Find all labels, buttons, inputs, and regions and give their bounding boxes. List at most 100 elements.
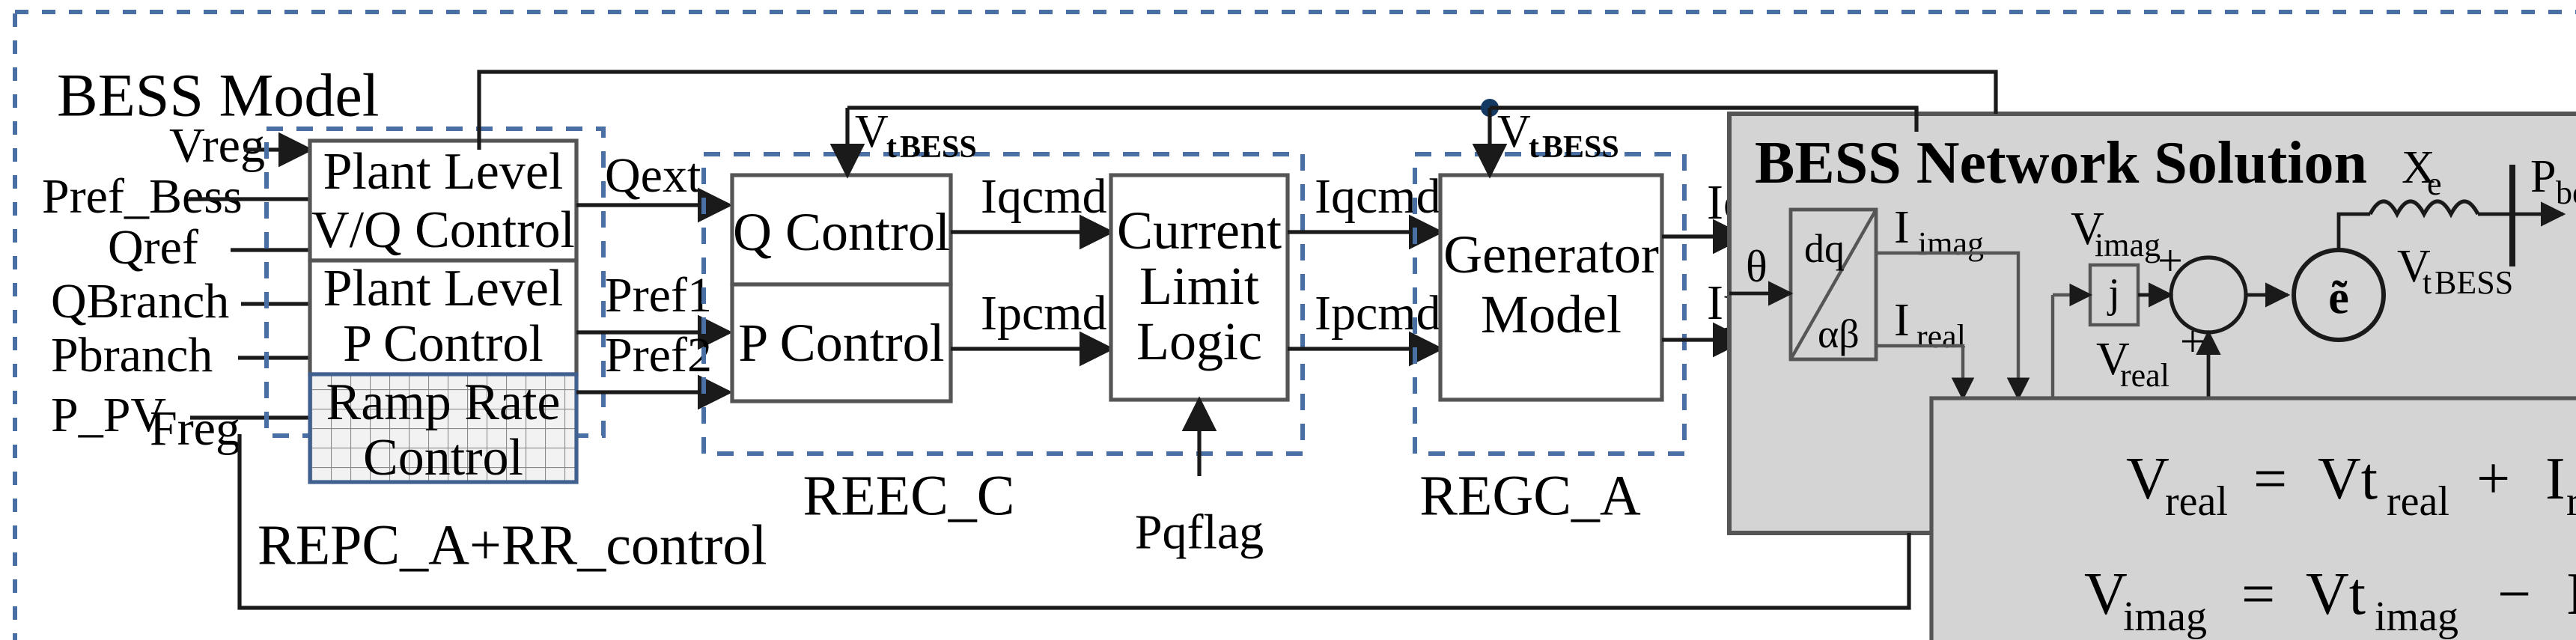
output-label-ipcmd-prime: Ipcmd’ — [981, 286, 1124, 341]
dq-alphabeta-diagonal — [1789, 208, 1878, 361]
svg-text:t: t — [2423, 264, 2432, 301]
block-generator-model-line2: Model — [1481, 284, 1622, 344]
inductor-xe-icon — [2368, 199, 2480, 219]
svg-text:I: I — [2566, 561, 2576, 627]
svg-text:BESS: BESS — [900, 130, 977, 165]
input-label-freg: Freg — [150, 401, 240, 456]
svg-text:V: V — [2096, 334, 2130, 385]
block-ramp-rate-control[interactable] — [308, 372, 579, 484]
svg-text:Vt: Vt — [2318, 446, 2378, 512]
label-j: j — [2107, 270, 2120, 317]
svg-text:V: V — [2397, 241, 2431, 292]
block-current-limit-logic-line2: Limit — [1139, 256, 1259, 316]
block-plant-level-vq-line2: V/Q Control — [311, 201, 575, 259]
label-i-imag: I imag — [1894, 202, 1984, 262]
regc-group-boundary — [1413, 152, 1687, 456]
input-label-pbranch: Pbranch — [51, 328, 213, 383]
reec-vtbess-label: V t BESS — [855, 106, 977, 165]
label-pqflag: Pqflag — [1135, 505, 1264, 559]
label-v-real: V real — [2096, 334, 2169, 394]
block-current-limit-logic[interactable] — [1109, 173, 1290, 402]
input-label-p-pv: P_PV — [51, 388, 166, 442]
block-plant-level-vq-line1: Plant Level — [323, 143, 564, 201]
svg-text:V: V — [1497, 106, 1531, 157]
label-alphabeta: αβ — [1818, 311, 1860, 356]
block-plant-level-vq[interactable] — [308, 138, 579, 263]
svg-text:real: real — [1916, 318, 1966, 355]
reec-group-label: REEC_C — [803, 465, 1015, 528]
block-current-limit-logic-line3: Logic — [1136, 311, 1262, 371]
svg-text:imag: imag — [2095, 227, 2161, 263]
equation-box — [1929, 396, 2576, 640]
feedback-freg-loop — [237, 434, 1911, 610]
svg-text:I: I — [2545, 446, 2566, 512]
sum-sign-top: + — [2158, 236, 2183, 285]
svg-text:imag: imag — [1918, 225, 1984, 262]
wire-i-real — [1876, 344, 1975, 401]
svg-text:real: real — [2566, 478, 2576, 525]
svg-text:real: real — [2120, 357, 2169, 394]
svg-text:V: V — [2126, 446, 2169, 512]
svg-text:+: + — [2476, 446, 2510, 512]
bess-model-boundary — [13, 10, 2576, 640]
block-q-control-label: Q Control — [733, 202, 950, 262]
repc-group-label: REPC_A+RR_control — [258, 514, 767, 577]
svg-text:V: V — [2084, 561, 2128, 627]
svg-text:real: real — [2165, 478, 2228, 525]
voltage-source-symbol: ẽ — [2328, 272, 2349, 323]
svg-text:V: V — [2071, 204, 2104, 255]
output-label-ipcmd: Ipcmd — [1315, 286, 1441, 341]
svg-text:imag: imag — [2375, 594, 2458, 640]
block-generator-model-line1: Generator — [1443, 225, 1659, 284]
svg-text:real: real — [2387, 478, 2449, 525]
input-label-pref-bess: Pref_Bess — [42, 169, 243, 224]
svg-text:imag: imag — [2123, 594, 2207, 640]
input-label-qref: Qref — [108, 220, 198, 275]
svg-text:−: − — [2497, 561, 2531, 627]
block-p-control[interactable] — [730, 282, 953, 403]
regc-group-label: REGC_A — [1419, 465, 1641, 528]
input-label-qbranch: QBranch — [51, 274, 229, 329]
sum-sign-bottom: + — [2180, 317, 2205, 366]
output-label-qext: Qext — [605, 148, 701, 203]
svg-text:V: V — [855, 106, 889, 157]
label-dq: dq — [1804, 226, 1845, 271]
output-label-iqcmd: Iqcmd — [1315, 169, 1441, 224]
block-plant-level-p[interactable] — [308, 258, 579, 377]
label-theta: θ — [1746, 242, 1767, 291]
svg-text:t: t — [886, 130, 897, 165]
block-p-control-label: P Control — [738, 313, 944, 373]
block-ramp-rate-control-line1: Ramp Rate — [326, 374, 561, 431]
feedback-network-top-rail — [477, 70, 1998, 150]
svg-text:=: = — [2241, 561, 2275, 627]
svg-text:BESS: BESS — [2435, 264, 2513, 301]
label-i-real: I real — [1894, 295, 1966, 355]
output-label-pref1: Pref1 — [605, 268, 712, 323]
regc-vtbess-label: V t BESS — [1497, 106, 1619, 165]
block-current-limit-logic-line1: Current — [1117, 201, 1282, 260]
block-plant-level-p-line2: P Control — [343, 315, 543, 373]
label-xe: X e — [2402, 142, 2442, 202]
block-generator-model[interactable] — [1438, 173, 1664, 402]
svg-text:Vt: Vt — [2306, 561, 2366, 627]
svg-text:bess: bess — [2556, 174, 2576, 211]
svg-text:t: t — [1529, 130, 1539, 165]
svg-text:e: e — [2427, 165, 2442, 202]
bess-model-title: BESS Model — [57, 61, 380, 129]
label-v-imag: V imag — [2071, 204, 2161, 263]
output-label-iqcmd-prime: Iqcmd’ — [981, 169, 1124, 224]
block-plant-level-p-line1: Plant Level — [323, 260, 564, 317]
block-ramp-rate-control-line2: Control — [363, 429, 523, 487]
svg-text:X: X — [2402, 142, 2435, 193]
output-label-pref2: Pref2 — [605, 328, 712, 383]
bess-network-solution-title: BESS Network Solution — [1755, 130, 2367, 196]
svg-text:=: = — [2253, 446, 2287, 512]
svg-text:BESS: BESS — [1542, 130, 1619, 165]
wire-source-to-inductor — [2336, 212, 2370, 250]
reec-group-boundary — [701, 152, 1305, 456]
svg-text:I: I — [1894, 295, 1910, 346]
label-p-bess: P bess — [2530, 151, 2576, 211]
